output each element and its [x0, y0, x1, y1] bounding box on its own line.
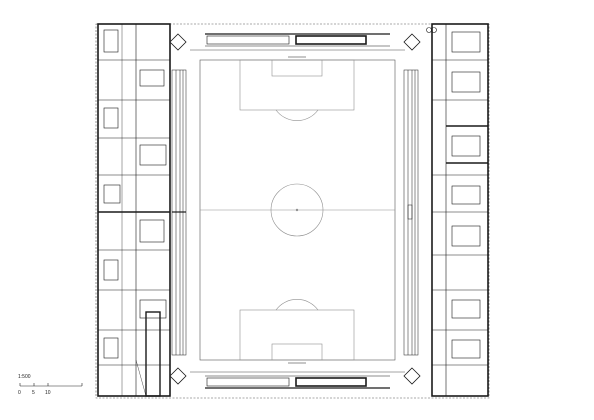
scale-bar [19, 383, 83, 387]
scale-ratio-label: 1:500 [18, 374, 31, 380]
east-wing [426, 23, 489, 397]
outer-envelope [95, 23, 490, 399]
corner-stairs [169, 33, 421, 385]
west-stand [171, 69, 187, 356]
scale-tick-label: 0 [18, 390, 21, 396]
scale-tick-label: 10 [45, 390, 51, 396]
west-wing [97, 23, 171, 397]
football-pitch [199, 56, 396, 364]
south-stand [190, 371, 405, 389]
east-stand [403, 69, 419, 356]
north-stand [190, 33, 405, 51]
scale-tick-label: 5 [32, 390, 35, 396]
